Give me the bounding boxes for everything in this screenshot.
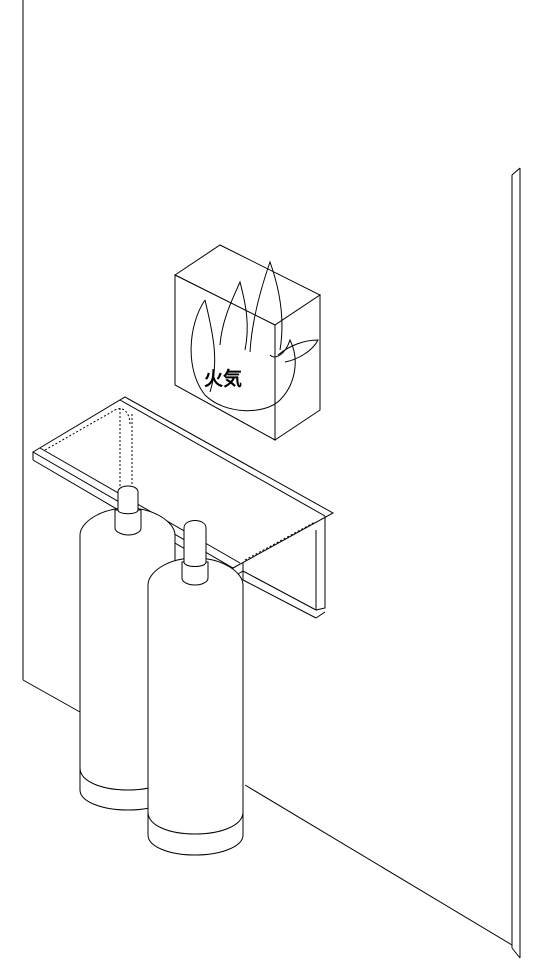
gas-cylinder-front (148, 521, 243, 856)
flame-icon (191, 262, 318, 411)
right-wall-corner (512, 168, 520, 958)
cylinder-chain (120, 408, 132, 490)
fire-warning-label: 火気 (204, 367, 242, 390)
floor-line (245, 785, 512, 945)
shelf-bracket (33, 397, 333, 618)
left-wall (23, 0, 80, 712)
fire-warning-box: 火気 (175, 245, 320, 440)
